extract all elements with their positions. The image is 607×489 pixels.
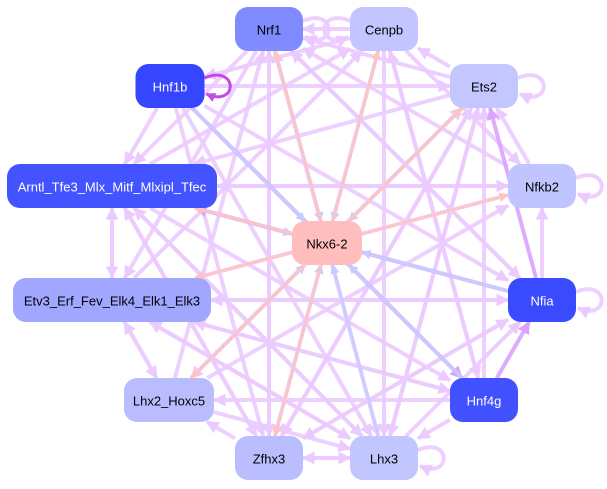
node-box[interactable] [450, 378, 518, 422]
edge-nkx6-2-to-arntl [194, 205, 293, 236]
edge-nfia-to-nfia [575, 287, 604, 319]
edge-ets2-to-cenpb [416, 46, 451, 69]
edge-nkx6-2-to-nrf1 [272, 50, 323, 222]
node-arntl[interactable]: Arntl_Tfe3_Mlx_Mitf_Mlxipl_Tfec [7, 164, 217, 208]
node-label: Lhx2_Hoxc5 [133, 394, 205, 409]
edge-hnf4g-to-nkx6-2 [347, 263, 464, 380]
node-box[interactable] [135, 64, 205, 108]
edge-zfhx3-to-ets2 [279, 106, 474, 438]
edge-lhx2-to-lhx3 [213, 410, 352, 452]
node-nrf1[interactable]: Nrf1 [235, 7, 303, 51]
edge-nkx6-2-to-nfkb2 [361, 192, 509, 236]
node-etv3[interactable]: Etv3_Erf_Fev_Elk4_Elk1_Elk3 [13, 278, 211, 322]
node-nfia[interactable]: Nfia [508, 278, 576, 322]
node-box[interactable] [13, 278, 211, 322]
edge-hnf4g-to-nfia [495, 320, 531, 380]
node-nkx6-2[interactable]: Nkx6-2 [292, 221, 362, 265]
node-ets2[interactable]: Ets2 [450, 64, 518, 108]
edge-nkx6-2-to-ets2 [347, 106, 464, 223]
edge-arntl-to-cenpb [149, 46, 352, 166]
edge-nfia-to-nkx6-2 [361, 249, 509, 293]
edge-etv3-to-lhx2 [122, 321, 159, 380]
node-label: Nkx6-2 [306, 237, 347, 252]
edge-arntl-to-hnf4g [149, 206, 452, 383]
node-hnf4g[interactable]: Hnf4g [450, 378, 518, 422]
node-box[interactable] [508, 164, 576, 208]
edge-nkx6-2-to-zfhx3 [272, 264, 323, 437]
edge-hnf1b-to-nkx6-2 [190, 106, 307, 223]
node-label: Hnf4g [467, 394, 502, 409]
node-box[interactable] [235, 436, 303, 480]
edge-ets2-to-ets2 [517, 73, 546, 105]
node-lhx3[interactable]: Lhx3 [350, 436, 418, 480]
edge-hnf1b-to-arntl [123, 106, 159, 166]
node-label: Zfhx3 [253, 452, 286, 467]
node-zfhx3[interactable]: Zfhx3 [235, 436, 303, 480]
edge-nfkb2-to-ets2 [495, 106, 531, 166]
node-box[interactable] [450, 64, 518, 108]
edge-hnf1b-to-hnf1b [203, 73, 232, 102]
node-box[interactable] [350, 436, 418, 480]
node-label: Nrf1 [257, 23, 282, 38]
node-box[interactable] [235, 7, 303, 51]
edge-lhx3-to-nkx6-2 [330, 264, 380, 437]
edge-lhx3-to-lhx3 [417, 445, 446, 477]
edge-nfkb2-to-nfkb2 [575, 173, 604, 205]
node-box[interactable] [7, 164, 217, 208]
node-cenpb[interactable]: Cenpb [350, 7, 418, 51]
edge-hnf1b-to-lhx3 [180, 107, 374, 438]
edge-zfhx3-to-lhx2 [205, 420, 237, 441]
edge-nkx6-2-to-cenpb [331, 50, 381, 222]
edge-nkx6-2-to-etv3 [194, 250, 293, 281]
node-label: Cenpb [365, 23, 403, 38]
node-nfkb2[interactable]: Nfkb2 [508, 164, 576, 208]
edge-nkx6-2-to-lhx2 [190, 263, 306, 380]
edge-lhx2-to-nfkb2 [206, 203, 510, 380]
edge-etv3-to-lhx3 [148, 320, 352, 441]
node-label: Etv3_Erf_Fev_Elk4_Elk1_Elk3 [24, 294, 200, 309]
node-box[interactable] [124, 378, 214, 422]
node-label: Nfkb2 [525, 180, 559, 195]
node-label: Hnf1b [153, 80, 188, 95]
edges-layer [105, 16, 604, 477]
edge-hnf4g-to-lhx3 [416, 417, 452, 441]
node-label: Arntl_Tfe3_Mlx_Mitf_Mlxipl_Tfec [18, 180, 207, 195]
edge-hnf1b-to-nfia [203, 104, 510, 283]
node-box[interactable] [292, 221, 362, 265]
node-label: Ets2 [471, 80, 497, 95]
node-label: Nfia [530, 294, 554, 309]
node-hnf1b[interactable]: Hnf1b [135, 64, 205, 108]
node-box[interactable] [350, 7, 418, 51]
node-label: Lhx3 [370, 452, 398, 467]
node-box[interactable] [508, 278, 576, 322]
node-lhx2[interactable]: Lhx2_Hoxc5 [124, 378, 214, 422]
